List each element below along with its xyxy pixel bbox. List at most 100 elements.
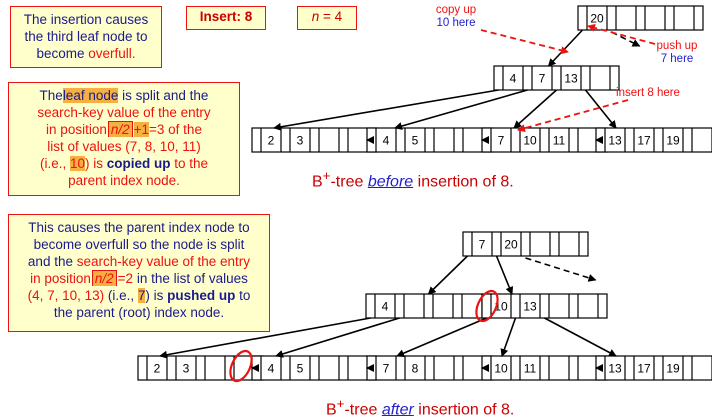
node-key: 11	[553, 134, 566, 148]
after-index-node-left: 4	[365, 293, 492, 319]
node-key: 4	[510, 72, 517, 86]
highlight-10: 10	[69, 156, 85, 171]
note-line: The insertion causes	[23, 12, 149, 27]
note-text-red: overfull.	[88, 46, 136, 61]
tree-edge	[584, 89, 617, 129]
note-line: the parent (root) index node.	[53, 305, 225, 320]
note-text-red: (4, 7, 10, 13)	[27, 288, 105, 303]
node-key: 4	[268, 362, 275, 376]
caption-text: insertion of 8.	[413, 401, 515, 419]
after-root-node: 7 20	[462, 231, 589, 257]
caption-text: -tree	[344, 401, 382, 419]
node-key: 2	[268, 134, 275, 148]
node-key: 19	[666, 134, 680, 148]
node-key: 7	[383, 362, 390, 376]
note-leaf-split: Theleaf node is split and the search-key…	[8, 82, 240, 196]
before-leaf-node: 7 10 11	[481, 127, 608, 153]
tree-edge	[273, 89, 499, 131]
node-key: 17	[637, 134, 651, 148]
annotation-copy-up: copy up	[436, 4, 476, 16]
node-key: 3	[297, 134, 304, 148]
plus-one: +1	[133, 122, 150, 137]
node-key: 17	[637, 362, 651, 376]
node-key: 11	[524, 362, 537, 376]
tree-edge	[525, 257, 597, 282]
node-key: 5	[412, 134, 419, 148]
order-label: n = 4	[297, 6, 357, 30]
note-text: (i.e.,	[104, 288, 138, 303]
note-text: to the	[170, 156, 209, 171]
node-key: 7	[479, 238, 486, 252]
note-text: and the	[27, 254, 77, 269]
note-line: become overfull.	[11, 45, 161, 62]
note-text: =3 of the	[149, 122, 202, 137]
tree-edge	[427, 255, 469, 295]
annotation-copy-up-value: 10 here	[436, 17, 475, 29]
note-text: ) is	[145, 288, 168, 303]
note-text: become	[36, 46, 89, 61]
note-text: to	[235, 288, 251, 303]
caption-text: B	[326, 401, 337, 419]
node-key: 13	[608, 362, 622, 376]
caption-text: insertion of 8.	[413, 173, 514, 191]
note-line: become overfull so the node is split	[33, 237, 245, 252]
note-line: This causes the parent index node to	[28, 220, 250, 235]
note-line: (4, 7, 10, 13) (i.e., 7) is pushed up to	[9, 287, 269, 304]
caption-emph: after	[381, 401, 414, 419]
node-key: 5	[297, 362, 304, 376]
node-key: 7	[539, 72, 546, 86]
highlight-leaf-node: leaf node	[62, 88, 119, 103]
note-line: the third leaf node to	[24, 29, 148, 44]
node-key: 10	[523, 134, 537, 148]
before-index-node: 4 7 13	[493, 65, 620, 91]
node-key: 2	[154, 362, 161, 376]
order-var: n	[311, 9, 320, 24]
node-key: 4	[383, 134, 390, 148]
push-up-arrow	[587, 23, 656, 45]
annotation-insert-8: insert 8 here	[616, 87, 680, 99]
split-mark-index	[475, 289, 499, 323]
note-line: and the search-key value of the entry	[9, 253, 269, 270]
insert-arrow	[517, 99, 629, 133]
caption-text: -tree	[330, 173, 368, 191]
note-text: (i.e.,	[39, 156, 70, 171]
note-line: (i.e., 10) is copied up to the	[9, 155, 239, 172]
tree-edge	[394, 89, 528, 130]
highlight-7: 7	[137, 288, 146, 303]
note-overfull: The insertion causes the third leaf node…	[10, 6, 162, 68]
node-key: 13	[608, 134, 622, 148]
note-text: is split and the	[118, 88, 209, 103]
note-line: list of values (7, 8, 10, 11)	[47, 139, 201, 154]
caption-sup: +	[336, 396, 345, 411]
note-text: The	[39, 88, 63, 103]
caption-before: B+-tree before insertion of 8.	[312, 168, 514, 191]
note-parent-split: This causes the parent index node to bec…	[8, 214, 270, 332]
node-key: 7	[498, 134, 505, 148]
node-key: 3	[183, 362, 190, 376]
annotation-push-up: push up	[657, 40, 698, 52]
node-key: 8	[412, 362, 419, 376]
ceil-n-over-2: n/2	[107, 121, 133, 137]
tree-edge	[500, 317, 517, 357]
tree-edge	[275, 317, 400, 358]
note-text: =2	[117, 271, 134, 286]
node-key: 13	[564, 72, 578, 86]
note-line: search-key value of the entry	[37, 105, 211, 120]
node-key: 20	[504, 238, 518, 252]
annotation-push-up-value: 7 here	[661, 53, 694, 65]
tree-edge	[544, 317, 617, 357]
note-text: in position	[46, 122, 107, 137]
note-text: in position	[30, 271, 91, 286]
tree-edge	[513, 89, 558, 129]
node-key: 4	[382, 300, 389, 314]
note-text: in the list of values	[133, 271, 248, 286]
note-line: Theleaf node is split and the	[9, 87, 239, 104]
